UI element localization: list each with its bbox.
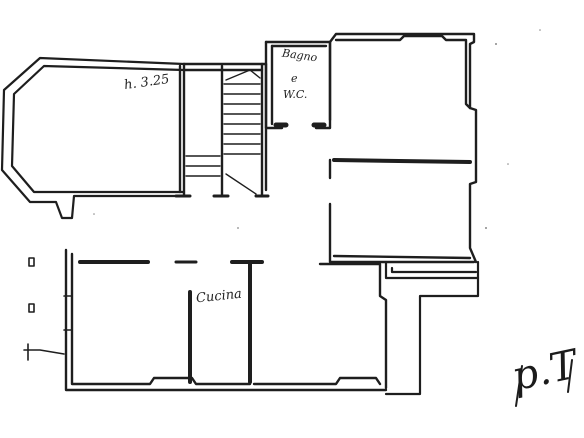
bay-room-walls (0, 56, 186, 220)
right-rooms-walls (328, 32, 478, 264)
floor-annotation-strokes (515, 359, 573, 407)
scan-speckles (93, 29, 541, 229)
stair-treads (185, 69, 261, 195)
bathroom-label-line3: W.C. (283, 88, 308, 101)
outer-wing-walls (384, 260, 480, 396)
bathroom-label-line2: e (291, 72, 298, 85)
left-marks (23, 257, 65, 361)
lower-rooms-walls (63, 248, 388, 392)
